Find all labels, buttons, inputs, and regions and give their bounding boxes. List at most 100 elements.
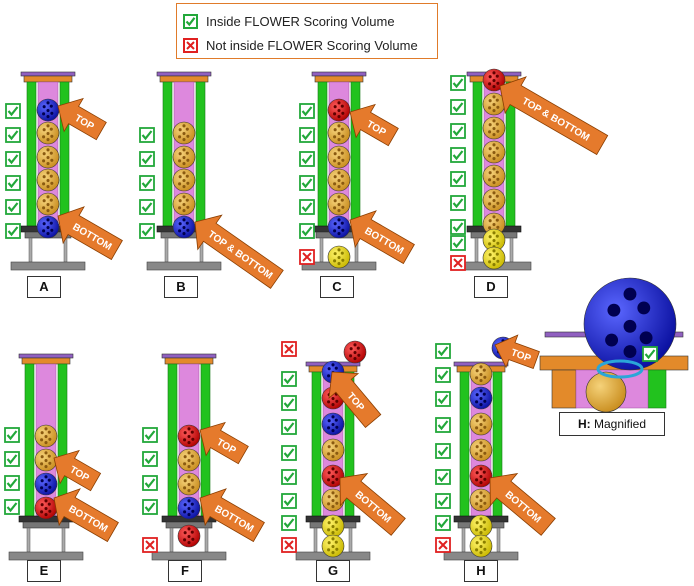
- ball-yellow-A-2: [36, 145, 60, 169]
- green-check-icon: [4, 451, 20, 467]
- ball-yellow-D-5: [482, 188, 506, 212]
- ball-yellow-B-2: [172, 168, 196, 192]
- ball-yellow-E-1: [34, 448, 58, 472]
- ball-yellow-H-4: [469, 438, 493, 462]
- legend-outside-label: Not inside FLOWER Scoring Volume: [206, 37, 418, 53]
- green-check-icon: [450, 171, 466, 187]
- green-check-icon: [450, 235, 466, 251]
- contact-highlight-ring: [596, 359, 644, 379]
- red-x-icon: [299, 249, 315, 265]
- ball-red-G-0: [343, 340, 367, 364]
- magnified-blue-ball: [583, 277, 677, 371]
- magnified-view: [539, 277, 689, 413]
- arrow-top-G: TOP: [328, 371, 382, 429]
- green-check-icon: [450, 219, 466, 235]
- ball-yellow-A-3: [36, 168, 60, 192]
- green-check-icon: [299, 127, 315, 143]
- ball-yellow-A-4: [36, 192, 60, 216]
- green-check-icon: [299, 223, 315, 239]
- panel-D: TOP & BOTTOM: [450, 68, 609, 271]
- red-x-icon: [450, 255, 466, 271]
- ball-red-F-4: [177, 524, 201, 548]
- green-check-icon: [281, 395, 297, 411]
- ball-red-H-5: [469, 464, 493, 488]
- ball-yellow-B-0: [172, 121, 196, 145]
- ball-bright-D-7: [482, 228, 506, 252]
- green-check-icon: [5, 199, 21, 215]
- green-check-icon: [139, 223, 155, 239]
- ball-yellow-C-3: [327, 168, 351, 192]
- arrow-bottom-E: BOTTOM: [53, 488, 119, 543]
- panel-label-E: E: [27, 560, 61, 582]
- ball-bright-D-8: [482, 246, 506, 270]
- panel-label-C: C: [320, 276, 354, 298]
- legend-inside-label: Inside FLOWER Scoring Volume: [206, 13, 395, 29]
- green-check-icon: [435, 391, 451, 407]
- ball-yellow-G-6: [321, 488, 345, 512]
- green-check-icon: [142, 451, 158, 467]
- ball-blue-H-2: [469, 386, 493, 410]
- green-check-icon: [435, 493, 451, 509]
- ball-yellow-D-3: [482, 140, 506, 164]
- ball-blue-F-3: [177, 496, 201, 520]
- arrow-top-C: TOP: [349, 103, 399, 147]
- arrow-bottom-F: BOTTOM: [199, 488, 265, 543]
- ball-yellow-E-0: [34, 424, 58, 448]
- arrow-top-F: TOP: [199, 421, 249, 465]
- green-check-icon: [435, 417, 451, 433]
- ball-yellow-F-2: [177, 472, 201, 496]
- ball-yellow-D-6: [482, 212, 506, 236]
- ball-bright-C-6: [327, 245, 351, 269]
- panel-label-F: F: [168, 560, 202, 582]
- green-check-icon: [299, 199, 315, 215]
- green-check-icon: [281, 515, 297, 531]
- ball-blue-A-5: [36, 215, 60, 239]
- green-check-icon: [139, 151, 155, 167]
- green-check-icon: [5, 103, 21, 119]
- legend-box: Inside FLOWER Scoring Volume Not inside …: [176, 3, 438, 59]
- arrow-top-B-label: TOP & BOTTOM: [206, 229, 275, 282]
- green-check-icon: [5, 127, 21, 143]
- red-x-icon: [435, 537, 451, 553]
- green-check-icon: [435, 367, 451, 383]
- ball-yellow-B-3: [172, 192, 196, 216]
- legend-inside-row: Inside FLOWER Scoring Volume: [183, 11, 395, 31]
- legend-outside-row: Not inside FLOWER Scoring Volume: [183, 35, 418, 55]
- ball-red-F-0: [177, 424, 201, 448]
- green-check-icon: [139, 175, 155, 191]
- panel-label-H: H: [464, 560, 498, 582]
- ball-yellow-A-1: [36, 121, 60, 145]
- green-check-icon: [5, 175, 21, 191]
- green-check-icon: [183, 13, 198, 29]
- ball-yellow-H-6: [469, 488, 493, 512]
- ball-yellow-C-1: [327, 121, 351, 145]
- ball-red-D-0: [482, 68, 506, 92]
- ball-blue-E-2: [34, 472, 58, 496]
- green-check-icon: [139, 199, 155, 215]
- green-check-icon: [5, 223, 21, 239]
- ball-yellow-D-4: [482, 164, 506, 188]
- arrow-top-E: TOP: [53, 449, 102, 492]
- green-check-icon: [450, 99, 466, 115]
- magnified-prefix: H:: [577, 417, 591, 431]
- ball-bright-H-7: [469, 514, 493, 538]
- green-check-icon: [281, 419, 297, 435]
- green-check-icon: [4, 499, 20, 515]
- green-check-icon: [299, 175, 315, 191]
- green-check-icon: [450, 75, 466, 91]
- ball-red-E-3: [34, 496, 58, 520]
- ball-blue-A-0: [36, 98, 60, 122]
- green-check-icon: [450, 147, 466, 163]
- green-check-icon: [435, 469, 451, 485]
- panel-F: TOP BOTTOM: [142, 353, 265, 561]
- green-check-icon: [4, 475, 20, 491]
- ball-yellow-H-1: [469, 362, 493, 386]
- ball-bright-G-7: [321, 514, 345, 538]
- green-check-icon: [142, 475, 158, 491]
- ball-yellow-H-3: [469, 412, 493, 436]
- green-check-icon: [142, 427, 158, 443]
